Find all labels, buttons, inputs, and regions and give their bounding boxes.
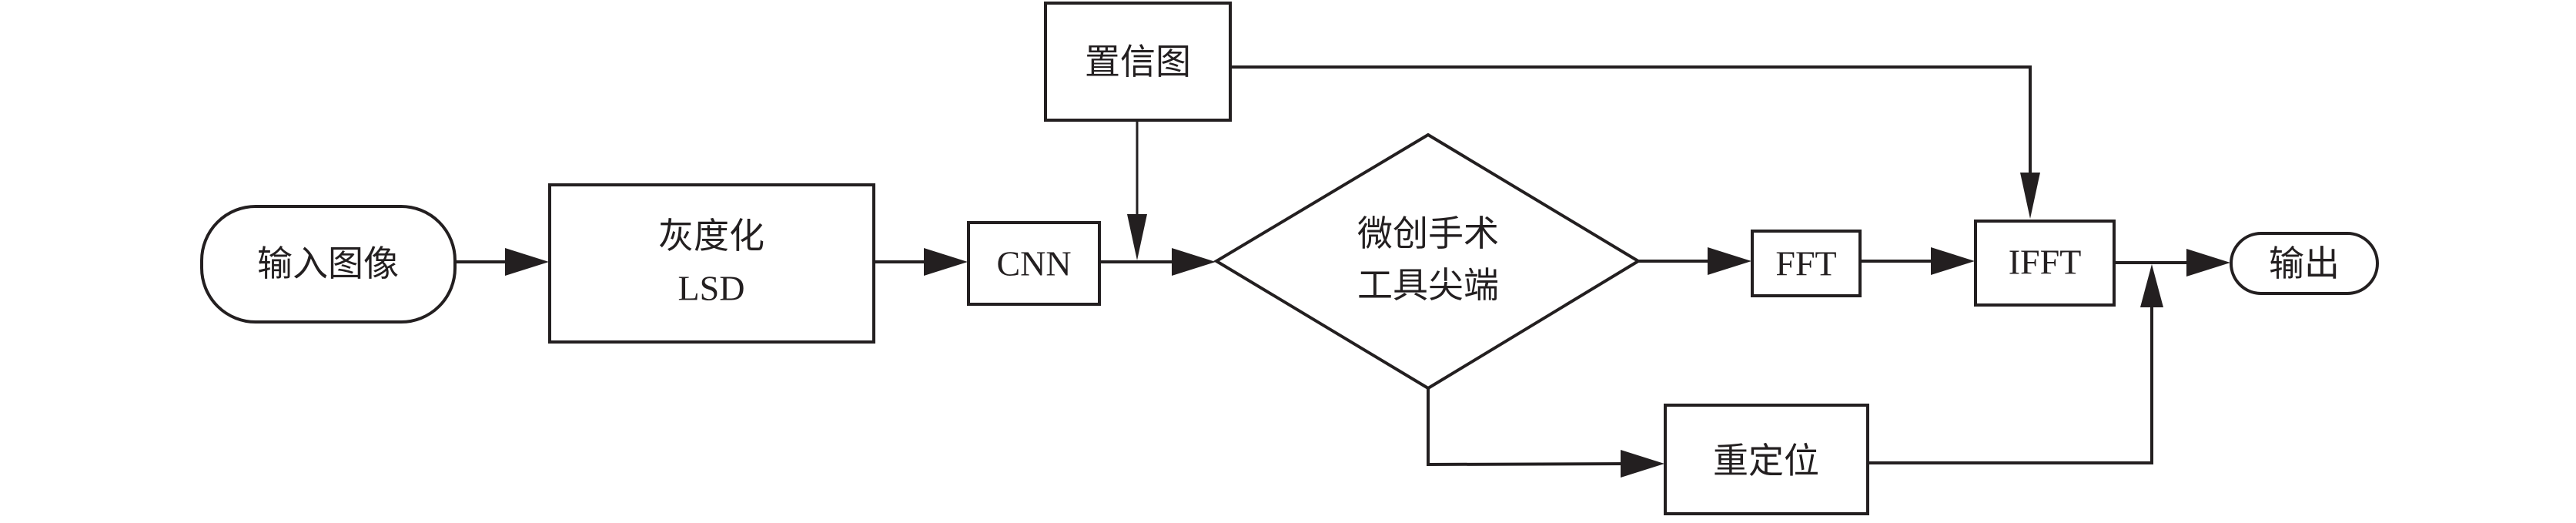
node-grayscale-label: 灰度化: [658, 215, 764, 256]
arrowhead-icon: [1708, 247, 1751, 275]
arrowhead-icon: [2020, 173, 2040, 219]
process-shape: [967, 221, 1101, 306]
process-shape: [1751, 230, 1862, 297]
node-fft-label: FFT: [1775, 244, 1836, 283]
terminal-shape: [200, 205, 457, 324]
node-input-image: 输入图像: [200, 205, 457, 324]
node-fft: FFT: [1751, 230, 1862, 297]
node-confidence-map: 置信图: [1044, 2, 1232, 122]
node-grayscale-lsd: 灰度化 LSD: [548, 183, 875, 344]
node-decision-tool-tip: 微创手术 工具尖端: [1213, 132, 1641, 391]
node-decision-line2: 工具尖端: [1357, 264, 1499, 306]
node-lsd-label: LSD: [678, 269, 745, 308]
node-ifft: IFFT: [1974, 220, 2116, 307]
node-decision-line1: 微创手术: [1357, 213, 1499, 254]
arrowhead-icon: [505, 248, 549, 276]
decision-shape: [1213, 132, 1641, 391]
arrowhead-icon: [1172, 248, 1216, 276]
arrowhead-icon: [2186, 249, 2230, 277]
arrowhead-icon: [2140, 264, 2163, 307]
arrowhead-icon: [924, 248, 968, 276]
process-shape: [1664, 404, 1869, 515]
node-relocate-label: 重定位: [1713, 440, 1819, 481]
process-shape: [1044, 2, 1232, 122]
node-ifft-label: IFFT: [2009, 243, 2082, 282]
node-cnn: CNN: [967, 221, 1101, 306]
process-shape: [1974, 220, 2116, 307]
edge-relocate-to-link: [1868, 297, 2153, 464]
arrowhead-icon: [1127, 214, 1147, 260]
node-output: 输出: [2230, 232, 2379, 295]
edge-decision-to-relocate: [1427, 388, 1634, 467]
arrowhead-icon: [1931, 247, 1975, 275]
arrowhead-icon: [1621, 450, 1664, 478]
edge-confidence-to-ifft: [1231, 65, 2032, 185]
node-input-image-label: 输入图像: [257, 243, 399, 284]
node-confidence-map-label: 置信图: [1085, 41, 1191, 82]
node-relocate: 重定位: [1664, 404, 1869, 515]
node-output-label: 输出: [2269, 243, 2340, 284]
process-shape: [548, 183, 875, 344]
node-cnn-label: CNN: [996, 244, 1071, 283]
terminal-shape: [2230, 232, 2379, 295]
